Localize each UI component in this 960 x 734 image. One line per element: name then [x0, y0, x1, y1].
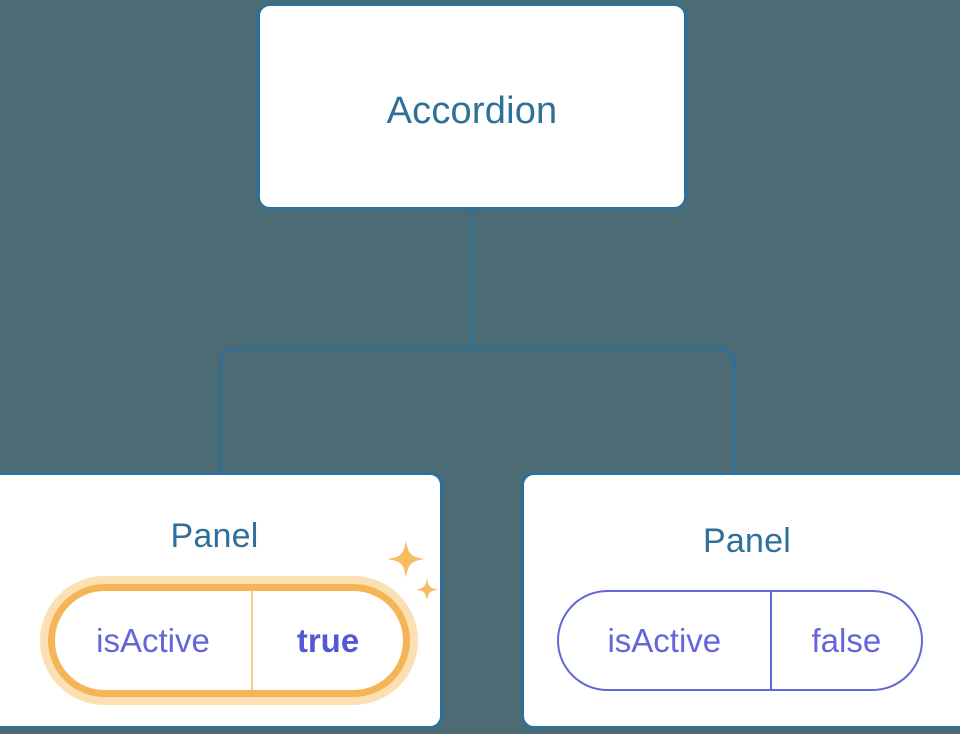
node-accordion-title: Accordion: [386, 90, 558, 132]
edge-branch-bus: [218, 346, 737, 472]
node-panel-left-title: Panel: [170, 517, 259, 555]
node-panel-right-title: Panel: [703, 522, 791, 560]
node-accordion[interactable]: Accordion: [257, 3, 687, 210]
prop-value-true: true: [251, 591, 403, 690]
prop-key-isactive: isActive: [96, 621, 210, 659]
prop-pill-isactive-false[interactable]: isActive false: [557, 590, 923, 691]
prop-key-isactive: isActive: [607, 621, 722, 659]
prop-value-false: false: [769, 592, 921, 689]
prop-pill-isactive-true[interactable]: isActive true: [48, 584, 410, 697]
